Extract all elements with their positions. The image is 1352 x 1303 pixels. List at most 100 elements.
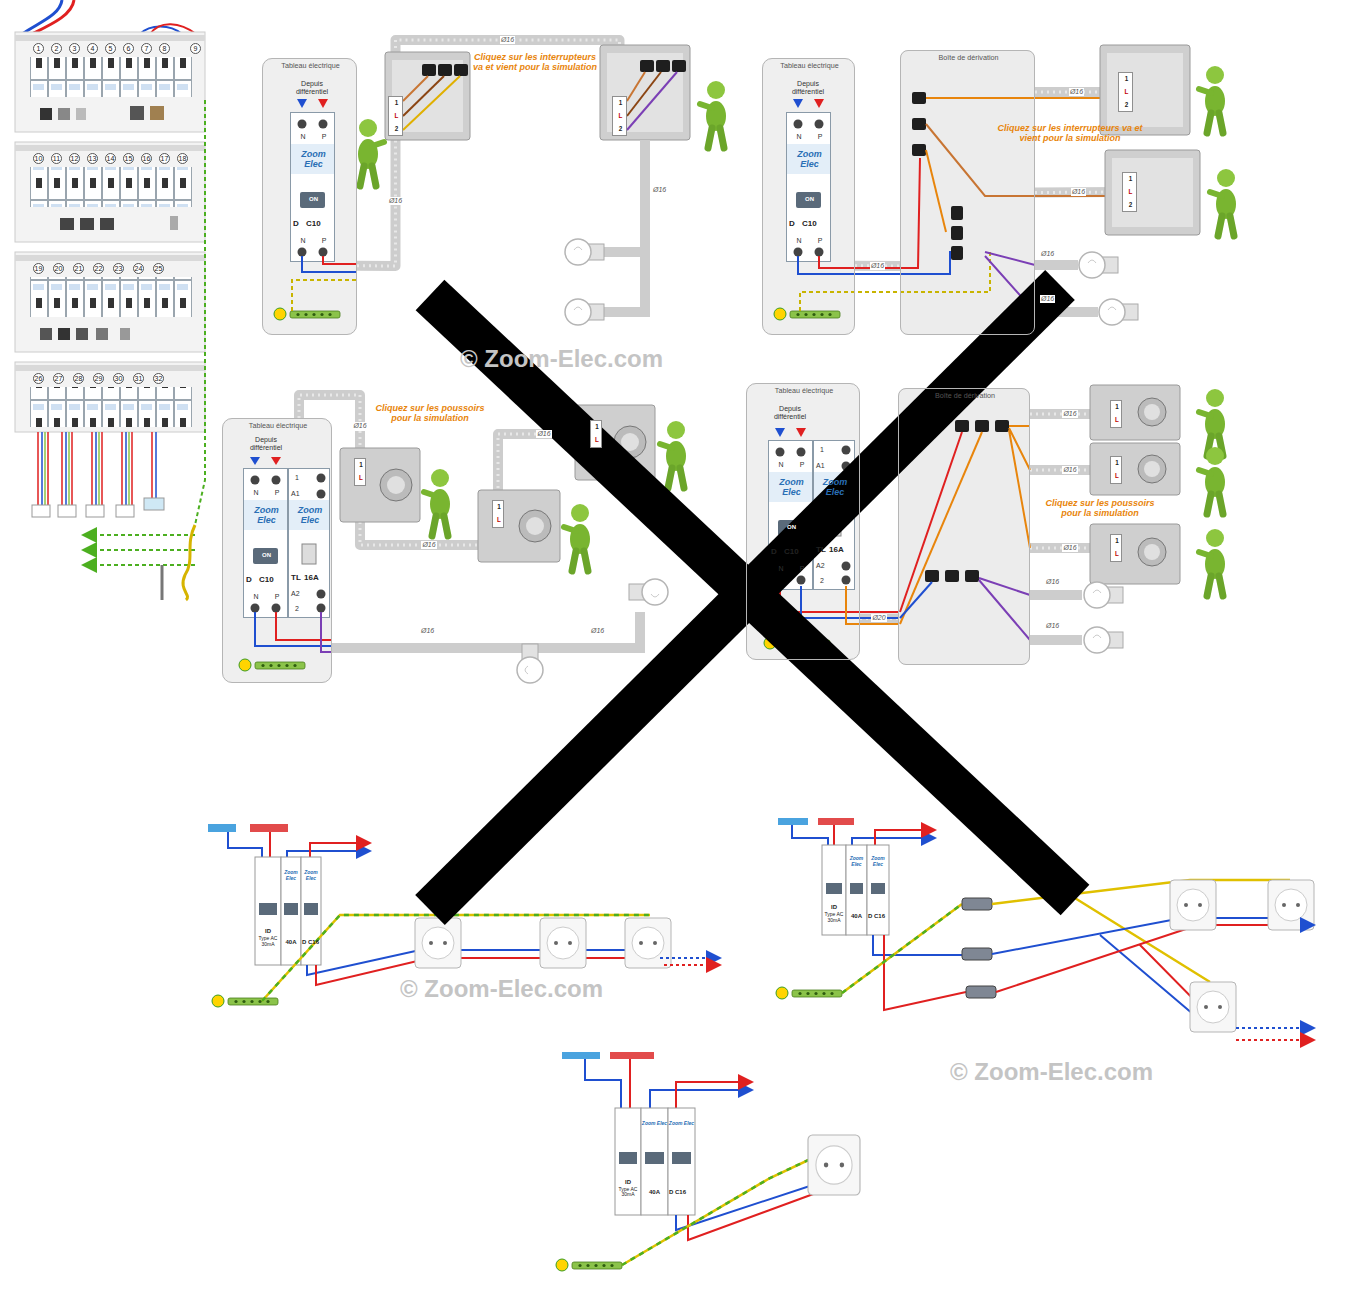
module-marking: 2 xyxy=(817,577,827,585)
module-marking: C16 xyxy=(308,939,319,946)
rcd-module: IDType AC 30mA xyxy=(255,857,281,965)
module-number: 2 xyxy=(51,43,62,54)
module-marking: Type AC 30mA xyxy=(256,936,280,948)
module-marking: L xyxy=(355,474,367,481)
module-marking: Zoom Elec xyxy=(668,1121,695,1127)
module-number: 1 xyxy=(33,43,44,54)
pushbutton-terminal: 1L xyxy=(1110,456,1122,484)
pushbutton-terminal: 1L xyxy=(354,458,366,486)
module-marking: Zoom Elec xyxy=(867,856,889,868)
module-number: 19 xyxy=(33,263,44,274)
module-marking: 1 xyxy=(817,446,827,454)
module-marking: 1 xyxy=(389,99,404,106)
junction-box: Boîte de dérivation xyxy=(898,388,1030,665)
module-marking: ON xyxy=(301,196,326,203)
module-marking: C10 xyxy=(306,219,321,228)
module-number: 7 xyxy=(141,43,152,54)
module-marking: 1 xyxy=(493,503,505,510)
module-marking: 2 xyxy=(1123,201,1138,208)
conduit-size: Ø16 xyxy=(1040,295,1055,303)
switch-terminal: 1L2 xyxy=(1118,72,1133,112)
module-marking: N xyxy=(250,593,262,601)
remote-switch-module: 1A1Zoom ElecTL16AA22 xyxy=(814,441,856,591)
conduit-size: Ø16 xyxy=(1062,410,1077,418)
module-marking: ON xyxy=(779,524,804,531)
module-number: 26 xyxy=(33,373,44,384)
module-number: 15 xyxy=(123,153,134,164)
module-marking: P xyxy=(318,237,330,245)
breaker-module: Zoom ElecDC16 xyxy=(301,857,321,965)
module-marking: P xyxy=(271,593,283,601)
panel-box: Tableau électriqueNPZoom ElecONDC10NP1A1… xyxy=(222,418,332,683)
module-number: 5 xyxy=(105,43,116,54)
box-title: Tableau électrique xyxy=(747,387,861,395)
module-marking: L xyxy=(1123,188,1138,195)
module-number: 12 xyxy=(69,153,80,164)
module-marking: 1 xyxy=(591,423,603,430)
module-marking: 16A xyxy=(304,573,319,582)
module-marking: P xyxy=(271,489,283,497)
box-title: Tableau électrique xyxy=(763,62,856,70)
module-marking: D xyxy=(771,547,777,556)
module-marking: 1 xyxy=(292,474,302,482)
module-marking: Zoom Elec xyxy=(281,870,301,882)
rcd-module: IDType AC 30mA xyxy=(822,845,846,935)
module-marking: P xyxy=(796,565,808,573)
module-marking: 40A xyxy=(281,939,301,946)
module-marking: 1 xyxy=(613,99,628,106)
conduit-size: Ø16 xyxy=(590,627,605,635)
module-marking: TL xyxy=(291,573,301,582)
module-marking: 1 xyxy=(1119,75,1134,82)
module-marking: A2 xyxy=(291,590,300,598)
module-marking: ID xyxy=(823,904,845,911)
module-marking: C10 xyxy=(802,219,817,228)
module-marking: N xyxy=(775,565,787,573)
module-marking: Zoom Elec xyxy=(296,505,324,526)
switch-terminal: 1L 2 xyxy=(612,96,627,136)
module-marking: ID xyxy=(616,1179,640,1186)
conduit-size: Ø16 xyxy=(421,541,436,549)
conduit-size: Ø16 xyxy=(420,627,435,635)
module-marking: L xyxy=(613,112,628,119)
module-number: 31 xyxy=(133,373,144,384)
circuit-breaker: NPZoom ElecONDC10NP xyxy=(769,441,814,591)
module-marking: L xyxy=(1111,416,1123,423)
conduit-size: Ø16 xyxy=(1040,250,1055,258)
module-marking: L xyxy=(1111,550,1123,557)
conduit-size: Ø16 xyxy=(1062,466,1077,474)
panel-box: Tableau électriqueNPZoom ElecONDC10NP1A1… xyxy=(746,383,860,660)
module-marking: 1 xyxy=(1111,537,1123,544)
rcd-module: IDType AC 30mA xyxy=(615,1108,641,1215)
module-number: 32 xyxy=(153,373,164,384)
module-marking: ON xyxy=(254,552,279,559)
module-marking: P xyxy=(318,133,330,141)
module-marking: Zoom Elec xyxy=(300,149,328,170)
module-marking: 2 xyxy=(389,125,404,132)
module-marking: P xyxy=(796,461,808,469)
module-marking: N xyxy=(297,237,309,245)
module-marking: C16 xyxy=(874,913,885,920)
pushbutton-terminal: 1L xyxy=(1110,400,1122,428)
instruction-note: Cliquez sur les poussoirs pour la simula… xyxy=(1037,498,1163,519)
module-marking: 2 xyxy=(613,125,628,132)
conduit-size: Ø16 xyxy=(1062,544,1077,552)
module-marking: P xyxy=(814,237,826,245)
module-marking: Type AC 30mA xyxy=(823,912,845,924)
conduit-size: Ø16 xyxy=(652,186,667,194)
module-marking: 40A xyxy=(846,913,867,920)
module-number: 24 xyxy=(133,263,144,274)
circuit-breaker: NPZoom ElecONDC10NP xyxy=(291,113,336,263)
module-number: 8 xyxy=(159,43,170,54)
module-number: 6 xyxy=(123,43,134,54)
switch-terminal: 1L2 xyxy=(388,96,403,136)
source-note: Depuis différentiel xyxy=(241,436,291,452)
conduit-size: Ø16 xyxy=(1045,578,1060,586)
conduit-size: Ø16 xyxy=(388,197,403,205)
switch-terminal: 1L2 xyxy=(1122,172,1137,212)
box-title: Tableau électrique xyxy=(263,62,358,70)
module-marking: N xyxy=(793,133,805,141)
circuit-breaker: NPZoom ElecONDC10NP xyxy=(787,113,832,263)
source-note: Depuis différentiel xyxy=(783,80,833,96)
module-number: 18 xyxy=(177,153,188,164)
